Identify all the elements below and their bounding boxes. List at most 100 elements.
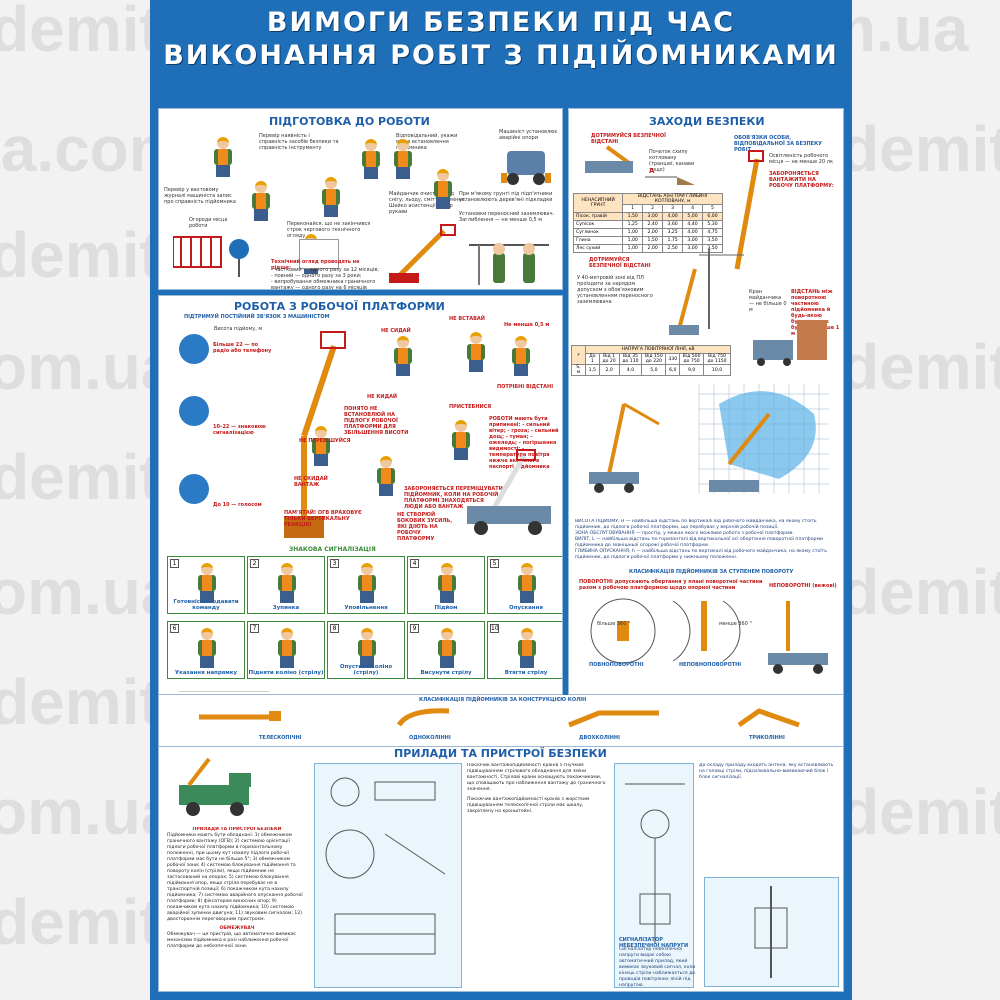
device-list-title: ПРИЛАДИ ТА ПРИСТРОЇ БЕЗПЕКИ xyxy=(192,827,282,832)
table-cell: 5,00 xyxy=(682,212,704,221)
radio-contact-icon xyxy=(179,334,209,364)
table-cell: 4,75 xyxy=(702,228,723,237)
watermark-text: demita.com.ua xyxy=(840,776,1000,848)
boom-class-label: ТЕЛЕСКОПІЧНІ xyxy=(259,735,302,741)
table-cell: 5 xyxy=(702,204,723,213)
inspection-warning: Технічний огляд проводять не рідше: xyxy=(271,259,360,271)
table-cell: 1,5 xyxy=(585,364,600,376)
table-cell: 10,0 xyxy=(703,364,731,376)
worker-on-platform xyxy=(449,420,473,460)
table-cell: 4 xyxy=(682,204,704,213)
table-cell: Суглинок xyxy=(572,228,624,237)
worker-figure xyxy=(249,181,273,221)
signalizer-paragraph: До складу приладу входять антена, яку вс… xyxy=(699,763,834,780)
platform-warning: ПАМ'ЯТАЙ! ОГВ ВРАХОВУЄ ТІЛЬКИ ВЕРТИКАЛЬН… xyxy=(284,510,362,528)
prep-caption: Установки переносний заземлювач. Заглибл… xyxy=(459,211,555,223)
table-cell: 2 xyxy=(642,204,664,213)
device-schematic xyxy=(325,777,446,955)
table-cell: Пісок, гравій xyxy=(572,212,624,221)
prep-caption: Машиніст установлює аварійні опори xyxy=(499,129,558,141)
table-cell: Від 1 до 20 xyxy=(598,353,620,365)
table-cell: 3,50 xyxy=(702,236,723,245)
signaling-worker xyxy=(355,563,379,603)
devices-section-title: ПРИЛАДИ ТА ПРИСТРОЇ БЕЗПЕКИ xyxy=(394,747,607,760)
boom-class-label: ТРИКОЛІННІ xyxy=(749,735,785,741)
signaling-worker xyxy=(195,628,219,668)
signal-number: 9 xyxy=(410,624,419,633)
prep-caption: Огороди місце роботи xyxy=(189,217,228,229)
table-cell: 2,00 xyxy=(642,228,664,237)
platform-rule: НЕ КИДАЙ xyxy=(367,394,398,400)
measures-caption: У 40-метровій зоні від ПЛ проїздити за н… xyxy=(577,275,653,305)
table-header: НАПРУГА ПОВІТРЯНОЇ ЛІНІЇ, кВ xyxy=(585,345,731,354)
worker-figure xyxy=(319,177,343,217)
signaling-worker xyxy=(435,628,459,668)
measures-caption: ЗАБОРОНЯЄТЬСЯ ВАНТАЖИТИ НА РОБОЧУ ПЛАТФО… xyxy=(769,171,834,189)
signal-number: 6 xyxy=(170,624,179,633)
rotation-types-diagram xyxy=(590,598,828,674)
platform-caption: 10–22 — знаковою сигналізацією xyxy=(213,424,266,436)
table-cell: 3,50 xyxy=(702,244,723,253)
rotation-class-note: ПОВОРОТНІ допускають обертання у плані п… xyxy=(579,579,763,591)
boom-class-strip: КЛАСИФІКАЦІЯ ПІДЙОМНИКІВ ЗА КОНСТРУКЦІЄЮ… xyxy=(158,695,844,747)
boom-class-label: ОДНОКОЛІННІ xyxy=(409,735,451,741)
signalizer-text: До складу приладу входять антена, яку вс… xyxy=(699,763,839,883)
measures-panel: ЗАХОДИ БЕЗПЕКИ ДОТРИМУЙСЯ БЕЗПЕЧНОЇ ВІДС… xyxy=(568,108,844,695)
rotation-class-label: ПОВНОПОВОРОТНІ xyxy=(589,662,644,668)
table-cell: 3,00 xyxy=(682,236,704,245)
definition-height: ВИСОТА ПІДЙОМУ, Н — найбільша відстань п… xyxy=(575,519,817,530)
measures-caption: ОБОВ'ЯЗКИ ОСОБИ, ВІДПОВІДАЛЬНОЇ ЗА БЕЗПЕ… xyxy=(734,135,823,153)
table-cell: 1,50 xyxy=(642,236,664,245)
worker-on-platform xyxy=(464,332,488,372)
signal-label: Підйом xyxy=(434,605,458,611)
prep-caption: Переконайся, що не закінчився строк черг… xyxy=(287,221,371,239)
poster-title-line1: ВИМОГИ БЕЗПЕКИ ПІД ЧАС xyxy=(266,7,736,38)
worker-figure xyxy=(391,139,415,179)
table-cell: Від 150 до 220 xyxy=(641,353,667,365)
inspection-item: - частковий — одного разу за 12 місяців; xyxy=(271,267,379,273)
definition-depth: ГЛИБИНА ОПУСКАННЯ, h — найбільша відстан… xyxy=(575,549,827,560)
table-cell: 1,50 xyxy=(622,212,644,221)
signalizer-title: СИГНАЛІЗАТОР НЕБЕЗПЕЧНОЇ НАПРУГИ xyxy=(619,937,689,949)
platform-rule: ПОТРІБНІ ВІДСТАНІ xyxy=(497,384,554,390)
hand-signal-icon xyxy=(179,396,209,426)
platform-rule: НЕ СТВОРЮЙ БОКОВИХ ЗУСИЛЬ, ЯКІ ДІЮТЬ НА … xyxy=(397,512,453,542)
table-cell: 4,00 xyxy=(682,228,704,237)
table-cell: 6,00 xyxy=(702,212,723,221)
table-cell: 1,00 xyxy=(622,228,644,237)
table-cell: 2,0 xyxy=(598,364,620,376)
watermark-text: demita.com.ua xyxy=(840,556,1000,628)
divider xyxy=(179,691,269,692)
rotation-class-label: НЕПОВНОПОВОРОТНІ xyxy=(679,662,742,668)
building-clearance-diagram xyxy=(753,320,827,366)
workers-with-wire-icon xyxy=(469,243,549,285)
table-cell: 4,40 xyxy=(682,220,704,229)
prep-section-title: ПІДГОТОВКА ДО РОБОТИ xyxy=(269,115,430,128)
measures-caption: Кран майданчика — не більше 0 м xyxy=(749,289,787,313)
worker-on-platform xyxy=(391,336,415,376)
platform-caption: Висота підйому, м xyxy=(214,326,263,332)
table-cell: 3 xyxy=(662,204,684,213)
signal-number: 2 xyxy=(250,559,259,568)
limiter-title: ОБМЕЖУВАЧ xyxy=(219,926,255,931)
boom-class-label: ДВОХКОЛІННІ xyxy=(579,735,620,741)
platform-rule: НЕ СИДАЙ xyxy=(381,328,411,334)
boom-types-diagram xyxy=(199,708,800,728)
table-cell: Від 500 до 750 xyxy=(679,353,705,365)
aerial-lift-icon xyxy=(389,224,456,283)
definition-zone: ЗОНА ОБСЛУГОВУВАННЯ — простір, у межах я… xyxy=(575,531,794,536)
table-header: НЕНАСИПНИЙ ГРУНТ xyxy=(572,193,624,213)
platform-panel: РОБОТА З РОБОЧОЇ ПЛАТФОРМИ ПІДТРИМУЙ ПОС… xyxy=(158,295,563,695)
rotation-value: менше 360 ° xyxy=(719,621,752,627)
platform-rule: НЕ ПЕРЕВІШУЙСЯ xyxy=(299,438,351,444)
